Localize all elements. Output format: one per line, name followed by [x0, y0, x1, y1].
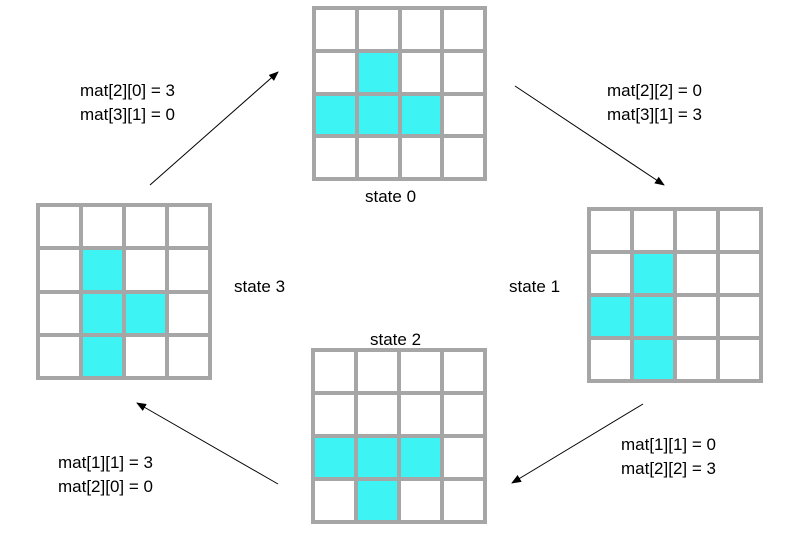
state-1-cell-3-0-empty: [591, 340, 630, 379]
state-0-grid: [312, 6, 487, 181]
state-1-cell-1-1-filled: [634, 254, 673, 293]
transition-1-to-2-line-1: mat[1][1] = 0: [621, 435, 716, 454]
state-3-cell-3-1-filled: [83, 336, 122, 376]
transition-0-to-1-annotation: mat[2][2] = 0 mat[3][1] = 3: [607, 79, 702, 127]
state-3-grid: [36, 203, 212, 380]
state-0-cell-2-1-filled: [358, 95, 398, 135]
state-0-cell-0-2-empty: [401, 10, 441, 49]
state-2-cell-3-1-filled: [358, 481, 397, 520]
state-1-cell-2-1-filled: [634, 297, 673, 336]
transition-0-to-1-line-1: mat[2][2] = 0: [607, 81, 702, 100]
state-1-cell-0-2-empty: [677, 211, 716, 250]
state-3-cell-2-2-filled: [126, 293, 165, 333]
state-3-cell-2-3-empty: [169, 293, 208, 333]
state-1-cell-3-2-empty: [677, 340, 716, 379]
state-2-cell-0-1-empty: [358, 352, 397, 391]
arrow-state-3-to-0: [149, 71, 279, 186]
state-2-cell-1-3-empty: [444, 395, 483, 434]
transition-2-to-3-annotation: mat[1][1] = 3 mat[2][0] = 0: [58, 451, 153, 499]
state-3-cell-0-0-empty: [40, 207, 79, 247]
state-1-grid: [587, 207, 763, 383]
state-1-cell-3-3-empty: [720, 340, 759, 379]
state-2-cell-3-0-empty: [315, 481, 354, 520]
state-0-cell-0-3-empty: [444, 10, 483, 49]
state-0-cell-2-0-filled: [316, 95, 355, 135]
state-3-cell-0-2-empty: [126, 207, 165, 247]
state-3-cell-1-1-filled: [83, 250, 122, 290]
transition-2-to-3-line-2: mat[2][0] = 0: [58, 477, 153, 496]
state-0-cell-3-0-empty: [316, 138, 355, 177]
state-0-cell-1-1-filled: [358, 52, 398, 92]
transition-1-to-2-annotation: mat[1][1] = 0 mat[2][2] = 3: [621, 433, 716, 481]
state-3-cell-3-3-empty: [169, 336, 208, 376]
state-0-cell-1-2-empty: [401, 52, 441, 92]
state-2-cell-3-2-empty: [401, 481, 440, 520]
state-0-cell-3-1-empty: [358, 138, 398, 177]
state-2-cell-0-0-empty: [315, 352, 354, 391]
state-3-cell-1-2-empty: [126, 250, 165, 290]
state-2-cell-1-1-empty: [358, 395, 397, 434]
state-2-cell-3-3-empty: [444, 481, 483, 520]
state-1-cell-2-2-empty: [677, 297, 716, 336]
state-1-cell-0-1-empty: [634, 211, 673, 250]
state-2-label: state 2: [370, 330, 422, 349]
arrow-state-2-to-3: [136, 402, 279, 485]
state-0-cell-0-1-empty: [358, 10, 398, 49]
state-3-cell-1-0-empty: [40, 250, 79, 290]
state-0-cell-1-3-empty: [444, 52, 483, 92]
state-0-cell-3-3-empty: [444, 138, 483, 177]
state-3-cell-0-3-empty: [169, 207, 208, 247]
state-3-cell-0-1-empty: [83, 207, 122, 247]
state-2-cell-2-1-filled: [358, 438, 397, 477]
state-0-label: state 0: [365, 187, 417, 206]
state-1-cell-0-3-empty: [720, 211, 759, 250]
state-1-cell-1-3-empty: [720, 254, 759, 293]
transition-0-to-1-line-2: mat[3][1] = 3: [607, 105, 702, 124]
state-0-cell-2-2-filled: [401, 95, 441, 135]
state-3-label: state 3: [234, 277, 286, 296]
state-3-cell-1-3-empty: [169, 250, 208, 290]
transition-1-to-2-line-2: mat[2][2] = 3: [621, 459, 716, 478]
state-2-cell-1-0-empty: [315, 395, 354, 434]
state-0-cell-3-2-empty: [401, 138, 441, 177]
state-0-cell-2-3-empty: [444, 95, 483, 135]
transition-2-to-3-line-1: mat[1][1] = 3: [58, 453, 153, 472]
state-2-cell-0-2-empty: [401, 352, 440, 391]
state-3-cell-3-0-empty: [40, 336, 79, 376]
state-1-cell-3-1-filled: [634, 340, 673, 379]
state-2-cell-2-2-filled: [401, 438, 440, 477]
state-3-cell-2-0-empty: [40, 293, 79, 333]
state-2-cell-1-2-empty: [401, 395, 440, 434]
transition-3-to-0-annotation: mat[2][0] = 3 mat[3][1] = 0: [80, 79, 175, 127]
state-1-cell-2-3-empty: [720, 297, 759, 336]
state-2-cell-2-0-filled: [315, 438, 354, 477]
arrow-state-0-to-1: [514, 85, 665, 186]
state-1-label: state 1: [509, 277, 561, 296]
state-0-cell-1-0-empty: [316, 52, 355, 92]
arrow-state-1-to-2: [511, 403, 644, 484]
state-3-cell-3-2-empty: [126, 336, 165, 376]
transition-3-to-0-line-2: mat[3][1] = 0: [80, 105, 175, 124]
state-2-grid: [311, 348, 487, 524]
state-0-cell-0-0-empty: [316, 10, 355, 49]
transition-3-to-0-line-1: mat[2][0] = 3: [80, 81, 175, 100]
state-1-cell-0-0-empty: [591, 211, 630, 250]
state-3-cell-2-1-filled: [83, 293, 122, 333]
state-2-cell-2-3-empty: [444, 438, 483, 477]
state-1-cell-1-0-empty: [591, 254, 630, 293]
state-1-cell-2-0-filled: [591, 297, 630, 336]
state-1-cell-1-2-empty: [677, 254, 716, 293]
state-2-cell-0-3-empty: [444, 352, 483, 391]
